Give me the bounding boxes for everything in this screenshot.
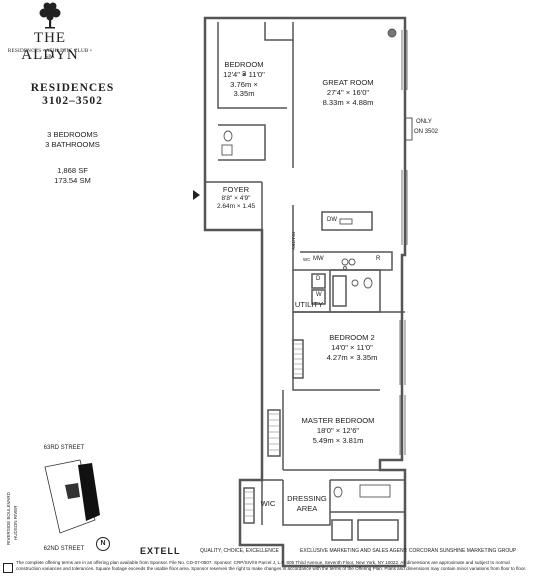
foyer-metric: 2.64m × 1.45: [216, 203, 256, 210]
residence-area-sf: 1,868 SF: [57, 166, 88, 175]
wc-label: WC: [303, 257, 311, 262]
bedroom-2-metric: 4.27m × 3.35m: [326, 353, 378, 362]
bedroom-3-imperial: 12'4" × 11'0": [223, 70, 265, 79]
dishwasher-label: DW: [327, 217, 337, 223]
disclaimer-line1: The complete offering terms are in an of…: [16, 560, 510, 565]
only-note-line1: ONLY: [416, 119, 432, 125]
brand-tagline: RESIDENCES • ATHLETIC CLUB • SPA: [7, 48, 93, 60]
microwave-label: MW: [313, 256, 324, 262]
room-bedroom-3: BEDROOM 3: [222, 60, 266, 78]
master-metric: 5.49m × 3.81m: [312, 436, 364, 445]
wic-label: WIC: [260, 499, 276, 508]
equal-housing-icon: [3, 563, 13, 573]
residence-units: 3102–3502: [42, 95, 103, 107]
room-great-room: GREAT ROOM: [322, 78, 374, 87]
residence-area-sm: 173.54 SM: [54, 176, 91, 185]
master-imperial: 18'0" × 12'6": [316, 426, 360, 435]
only-note-line2: ON 3502: [414, 129, 439, 135]
dressing-line2: AREA: [296, 504, 318, 513]
bedroom-3-metric: 3.76m × 3.35m: [230, 80, 258, 98]
brand-logo: THE ALDYN RESIDENCES • ATHLETIC CLUB • S…: [5, 2, 95, 63]
washer-label: W: [316, 292, 322, 298]
keyplan-map: [44, 459, 100, 534]
utility-label: UTILITY: [294, 300, 324, 309]
disclaimer-line2: construction variances and tolerances. S…: [16, 566, 527, 571]
brand-name: THE ALDYN: [21, 30, 79, 63]
dryer-label: D: [316, 276, 321, 282]
north-icon: N: [100, 540, 106, 547]
marketing-agent: EXCLUSIVE MARKETING AND SALES AGENT: COR…: [300, 548, 517, 554]
room-foyer: FOYER: [222, 185, 250, 194]
tree-logo-icon: [39, 2, 61, 29]
developer-tagline: QUALITY, CHOICE, EXCELLENCE: [200, 548, 279, 554]
keyplan-bottom-street: 62ND STREET: [43, 546, 85, 552]
great-room-metric: 8.33m × 4.88m: [322, 98, 374, 107]
room-name: BEDROOM 3: [224, 60, 264, 78]
room-master-bedroom: MASTER BEDROOM: [301, 416, 375, 425]
room-bedroom-2: BEDROOM 2: [329, 333, 375, 342]
dressing-line1: DRESSING: [287, 494, 327, 503]
residence-bathrooms: 3 BATHROOMS: [45, 140, 100, 149]
keyplan-side-line2: HUDSON RIVER: [13, 505, 18, 540]
developer-logo: EXTELL: [140, 546, 181, 556]
north-compass: N: [96, 537, 110, 551]
keyplan-top-street: 63RD STREET: [43, 445, 85, 451]
residence-bedrooms: 3 BEDROOMS: [47, 130, 98, 139]
pantry-label: PANTRY: [291, 232, 296, 250]
great-room-imperial: 27'4" × 16'0": [326, 88, 370, 97]
bedroom-2-imperial: 14'0" × 11'0": [331, 343, 373, 352]
keyplan-side-line1: RIVERSIDE BOULEVARD: [6, 492, 11, 545]
refrigerator-label: R: [376, 256, 381, 262]
residence-heading: RESIDENCES: [30, 82, 115, 94]
foyer-imperial: 8'8" × 4'9": [221, 195, 251, 202]
